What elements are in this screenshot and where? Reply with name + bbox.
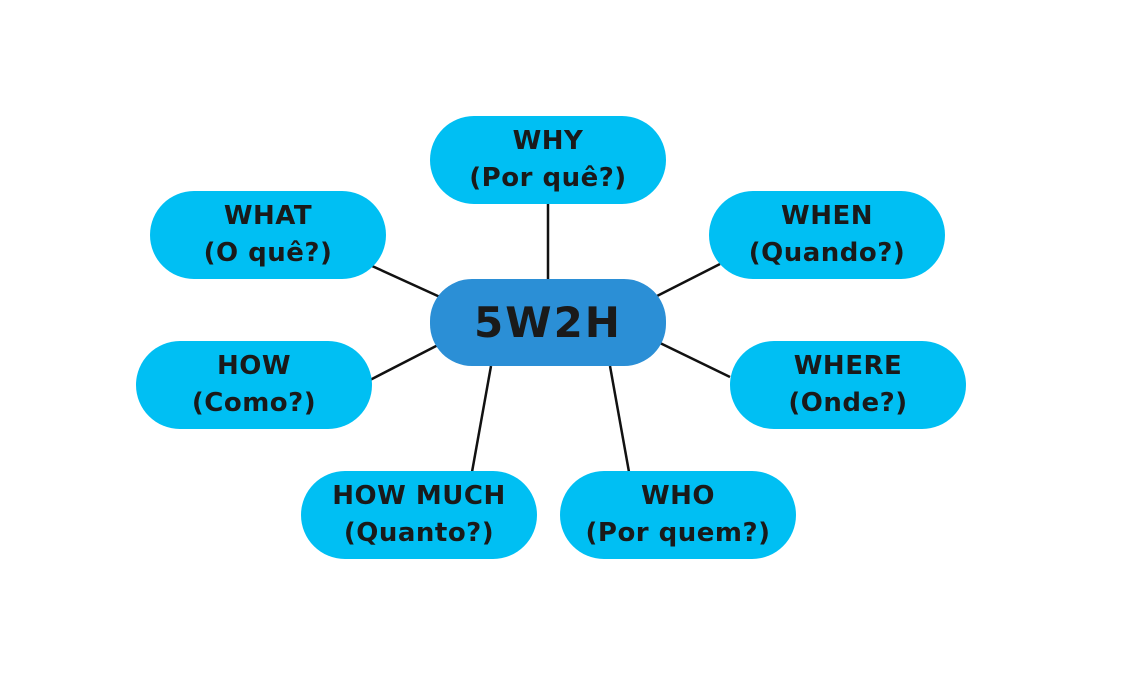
node-how-subtitle: (Como?) bbox=[191, 388, 317, 418]
node-how-much-title: HOW MUCH bbox=[332, 481, 506, 511]
node-how-much: HOW MUCH (Quanto?) bbox=[301, 471, 537, 559]
node-what: WHAT (O quê?) bbox=[150, 191, 386, 279]
connector-when bbox=[656, 262, 721, 298]
node-how: HOW (Como?) bbox=[136, 341, 372, 429]
node-who-title: WHO bbox=[640, 481, 716, 511]
connector-where bbox=[659, 341, 731, 379]
node-when-subtitle: (Quando?) bbox=[748, 238, 906, 268]
center-node: 5W2H bbox=[430, 279, 666, 366]
node-how-much-subtitle: (Quanto?) bbox=[343, 518, 495, 548]
node-where-title: WHERE bbox=[793, 351, 903, 381]
center-node-label: 5W2H bbox=[474, 298, 622, 347]
node-why-subtitle: (Por quê?) bbox=[469, 163, 627, 193]
node-what-title: WHAT bbox=[223, 201, 313, 231]
node-why-title: WHY bbox=[512, 126, 584, 156]
node-how-title: HOW bbox=[216, 351, 292, 381]
node-where-subtitle: (Onde?) bbox=[788, 388, 908, 418]
connector-how bbox=[369, 342, 441, 382]
node-where: WHERE (Onde?) bbox=[730, 341, 966, 429]
node-who-subtitle: (Por quem?) bbox=[585, 518, 771, 548]
connector-who bbox=[608, 365, 631, 473]
node-when-title: WHEN bbox=[781, 201, 873, 231]
node-when: WHEN (Quando?) bbox=[709, 191, 945, 279]
node-why: WHY (Por quê?) bbox=[430, 116, 666, 204]
node-what-subtitle: (O quê?) bbox=[203, 238, 333, 268]
node-who: WHO (Por quem?) bbox=[560, 471, 796, 559]
connector-howmuch bbox=[470, 365, 493, 473]
connector-what bbox=[371, 264, 441, 299]
